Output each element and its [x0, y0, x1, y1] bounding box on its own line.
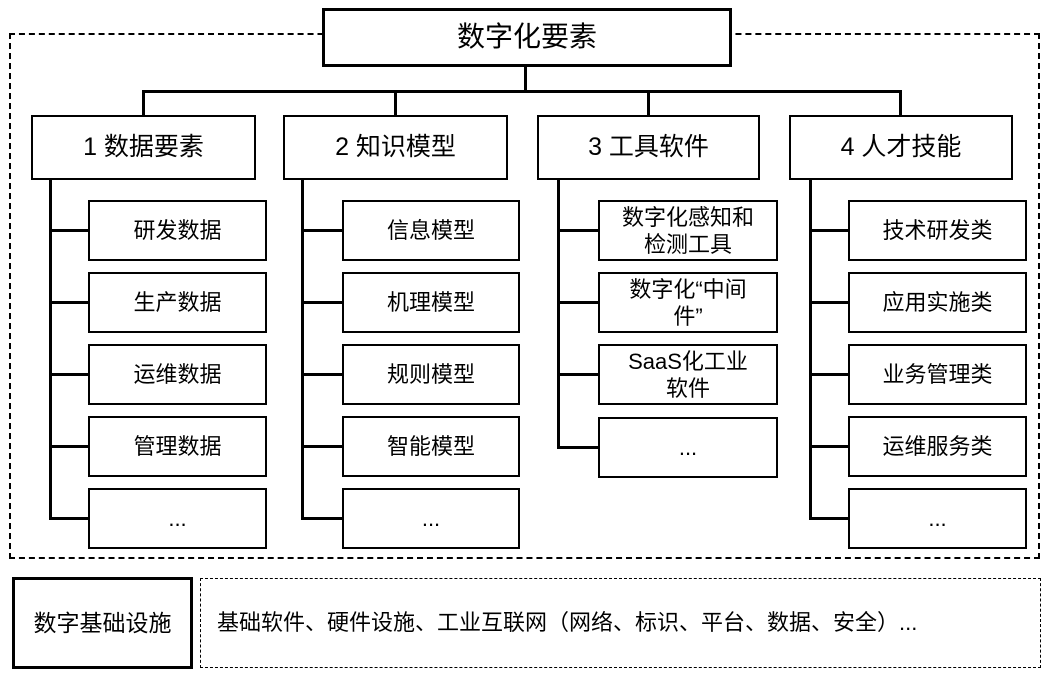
branch3-child-stub: [557, 229, 598, 232]
branch3-child-stub: [557, 301, 598, 304]
branch2-child-stub: [301, 229, 342, 232]
child-node: 技术研发类: [848, 200, 1027, 261]
branch-header-talent-skills: 4 人才技能: [789, 115, 1013, 180]
branch4-child-stub: [809, 229, 848, 232]
branch1-child-stub: [49, 229, 88, 232]
branch-header-tool-software: 3 工具软件: [537, 115, 760, 180]
child-node: 机理模型: [342, 272, 520, 333]
child-node: 规则模型: [342, 344, 520, 405]
branch1-child-stub: [49, 373, 88, 376]
child-node: ...: [598, 417, 778, 478]
branch4-child-stub: [809, 301, 848, 304]
child-node: ...: [342, 488, 520, 549]
branch2-trunk: [301, 178, 304, 519]
child-node: 业务管理类: [848, 344, 1027, 405]
child-node: 研发数据: [88, 200, 267, 261]
child-node: 数字化“中间 件”: [598, 272, 778, 333]
branch3-child-stub: [557, 446, 598, 449]
connector-branch2-stub: [394, 90, 397, 117]
branch-header-knowledge-models: 2 知识模型: [283, 115, 508, 180]
child-node: 生产数据: [88, 272, 267, 333]
child-node: 运维服务类: [848, 416, 1027, 477]
branch-header-data-elements: 1 数据要素: [31, 115, 256, 180]
child-node: SaaS化工业 软件: [598, 344, 778, 405]
bran4-child-stub: [809, 373, 848, 376]
branch2-child-stub: [301, 445, 342, 448]
branch1-child-stub: [49, 445, 88, 448]
connector-branch1-stub: [142, 90, 145, 117]
branch4-child-stub: [809, 517, 848, 520]
branch2-child-stub: [301, 373, 342, 376]
connector-branch4-stub: [899, 90, 902, 117]
connector-main-horizontal: [142, 90, 902, 93]
child-node: ...: [88, 488, 267, 549]
connector-root-vertical: [524, 66, 527, 92]
connector-branch3-stub: [647, 90, 650, 117]
child-node: 管理数据: [88, 416, 267, 477]
infrastructure-label-box: 数字基础设施: [12, 577, 193, 669]
child-node: 应用实施类: [848, 272, 1027, 333]
branch3-trunk: [557, 178, 560, 449]
branch4-child-stub: [809, 445, 848, 448]
branch3-child-stub: [557, 373, 598, 376]
child-node: 信息模型: [342, 200, 520, 261]
branch1-trunk: [49, 178, 52, 519]
root-node: 数字化要素: [322, 8, 732, 67]
branch2-child-stub: [301, 517, 342, 520]
branch2-child-stub: [301, 301, 342, 304]
child-node: 数字化感知和 检测工具: [598, 200, 778, 261]
branch1-child-stub: [49, 517, 88, 520]
infrastructure-description-box: 基础软件、硬件设施、工业互联网（网络、标识、平台、数据、安全）...: [200, 578, 1041, 668]
child-node: 智能模型: [342, 416, 520, 477]
branch1-child-stub: [49, 301, 88, 304]
child-node: 运维数据: [88, 344, 267, 405]
child-node: ...: [848, 488, 1027, 549]
branch4-trunk: [809, 178, 812, 519]
